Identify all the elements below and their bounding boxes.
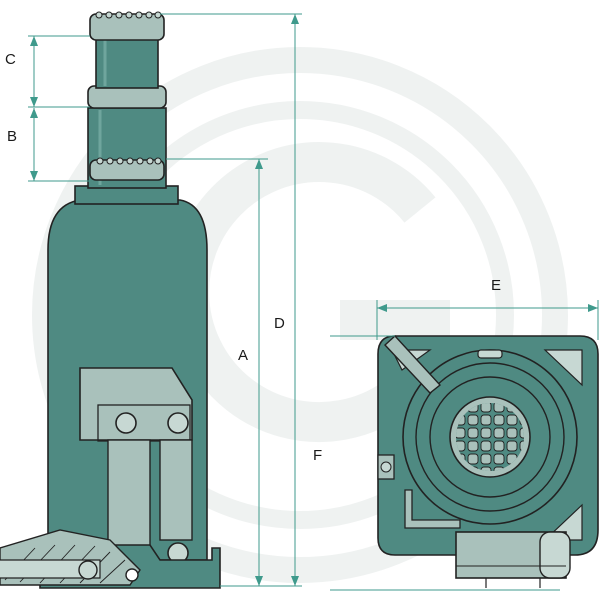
pump-bracket: [79, 367, 193, 441]
dimension-labels: C B A D E F: [5, 51, 501, 464]
label-c: C: [5, 51, 16, 68]
dimension-lines-side: [28, 13, 302, 587]
jack-top-view: [377, 335, 599, 588]
label-b: B: [7, 128, 17, 145]
bracket-bolt-left: [115, 412, 137, 434]
knurled-ring-middle: [87, 85, 167, 109]
valve-screw: [377, 454, 395, 480]
label-f: F: [313, 447, 322, 464]
dimension-lines-top: [330, 300, 599, 591]
jack-side-view: [0, 11, 221, 589]
pump-lever-housing: [455, 531, 571, 588]
handle-socket: [384, 335, 442, 394]
bracket-bolt-right: [167, 412, 189, 434]
pump-column: [107, 439, 151, 561]
label-d: D: [274, 315, 285, 332]
label-e: E: [491, 277, 501, 294]
label-a: A: [238, 347, 248, 364]
top-saddle: [89, 11, 165, 41]
release-valve: [0, 529, 141, 586]
knurled-ring-lower: [89, 157, 165, 181]
